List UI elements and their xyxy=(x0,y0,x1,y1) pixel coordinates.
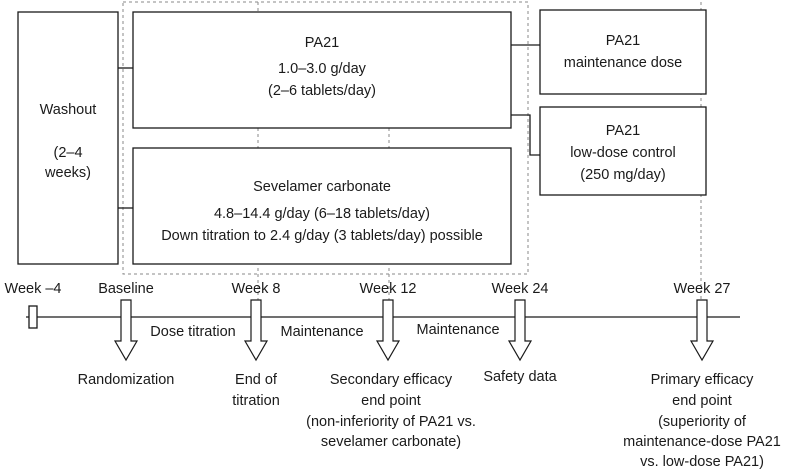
event-primary-endpoint-4: maintenance-dose PA21 xyxy=(623,434,781,450)
connector-pa21-lowdose xyxy=(511,114,540,156)
arrow-baseline xyxy=(113,299,139,362)
week-label-27: Week 27 xyxy=(674,281,731,297)
pa21-label-2: 1.0–3.0 g/day xyxy=(278,61,367,77)
washout-box-frame xyxy=(17,11,119,265)
sevelamer-box-frame xyxy=(132,147,512,265)
arrow-week12 xyxy=(375,299,401,362)
pa21-label-1: PA21 xyxy=(305,35,339,51)
event-secondary-endpoint-3: (non-inferiority of PA21 vs. xyxy=(306,414,476,430)
event-primary-endpoint-3: (superiority of xyxy=(658,414,747,430)
sevelamer-label-3: Down titration to 2.4 g/day (3 tablets/d… xyxy=(161,228,483,244)
arrow-week24 xyxy=(507,299,533,362)
sevelamer-label-1: Sevelamer carbonate xyxy=(253,179,391,195)
week-label-12: Week 12 xyxy=(360,281,417,297)
event-safety-data: Safety data xyxy=(483,369,557,385)
phase-label-maintenance-1: Maintenance xyxy=(280,324,363,340)
event-secondary-endpoint-2: end point xyxy=(361,393,421,409)
connectors xyxy=(118,44,540,209)
washout-label-3: (2–4 xyxy=(53,145,82,161)
event-randomization: Randomization xyxy=(78,372,175,388)
event-end-of-titration-1: End of xyxy=(235,372,278,388)
low-dose-control-label-1: PA21 xyxy=(606,123,640,139)
sevelamer-box: Sevelamer carbonate 4.8–14.4 g/day (6–18… xyxy=(132,147,512,265)
week-label-24: Week 24 xyxy=(492,281,549,297)
randomized-phase-outline xyxy=(122,1,529,275)
phase-label-dose-titration: Dose titration xyxy=(150,324,235,340)
maintenance-dose-label-2: maintenance dose xyxy=(564,55,683,71)
event-secondary-endpoint-1: Secondary efficacy xyxy=(330,372,453,388)
pa21-box: PA21 1.0–3.0 g/day (2–6 tablets/day) xyxy=(132,11,512,129)
week-label-8: Week 8 xyxy=(232,281,281,297)
pa21-label-3: (2–6 tablets/day) xyxy=(268,83,376,99)
low-dose-control-label-3: (250 mg/day) xyxy=(580,167,665,183)
maintenance-dose-box-frame xyxy=(539,9,707,95)
arrow-week8 xyxy=(243,299,269,362)
event-end-of-titration-2: titration xyxy=(232,393,280,409)
maintenance-dose-box: PA21 maintenance dose xyxy=(539,9,707,95)
event-primary-endpoint-5: vs. low-dose PA21) xyxy=(640,454,764,469)
maintenance-dose-label-1: PA21 xyxy=(606,33,640,49)
washout-label-4: weeks) xyxy=(44,165,91,181)
low-dose-control-box-frame xyxy=(539,106,707,196)
event-secondary-endpoint-4: sevelamer carbonate) xyxy=(321,434,461,450)
washout-box: Washout (2–4 weeks) xyxy=(17,11,119,265)
sevelamer-label-2: 4.8–14.4 g/day (6–18 tablets/day) xyxy=(214,206,430,222)
timeline: Week –4 Baseline Week 8 Week 12 Week 24 … xyxy=(5,281,781,469)
week-label-minus4: Week –4 xyxy=(5,281,62,297)
low-dose-control-box: PA21 low-dose control (250 mg/day) xyxy=(539,106,707,196)
low-dose-control-label-2: low-dose control xyxy=(570,145,676,161)
pa21-box-frame xyxy=(132,11,512,129)
phase-label-maintenance-2: Maintenance xyxy=(416,322,499,338)
arrow-week27 xyxy=(689,299,715,362)
week-label-baseline: Baseline xyxy=(98,281,154,297)
washout-label-1: Washout xyxy=(40,102,97,118)
event-primary-endpoint-1: Primary efficacy xyxy=(651,372,755,388)
week-minus4-marker xyxy=(28,305,38,329)
event-primary-endpoint-2: end point xyxy=(672,393,732,409)
